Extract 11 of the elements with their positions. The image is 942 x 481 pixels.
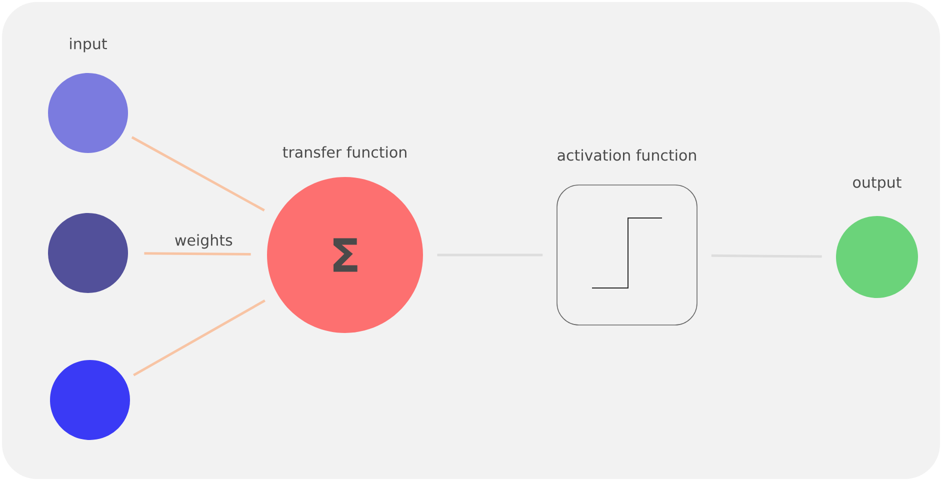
- node-heading: output: [853, 177, 902, 191]
- node-heading: transfer function: [282, 146, 406, 158]
- connector-line: [133, 299, 266, 376]
- connector-line: [144, 252, 251, 256]
- connector-line: [131, 136, 265, 212]
- edge-label: weights: [175, 234, 232, 249]
- input-circle: [50, 360, 130, 440]
- node-heading: activation function: [558, 149, 696, 161]
- input-circle: [48, 213, 128, 293]
- input-circle: [48, 73, 128, 153]
- input-label: input: [70, 38, 107, 52]
